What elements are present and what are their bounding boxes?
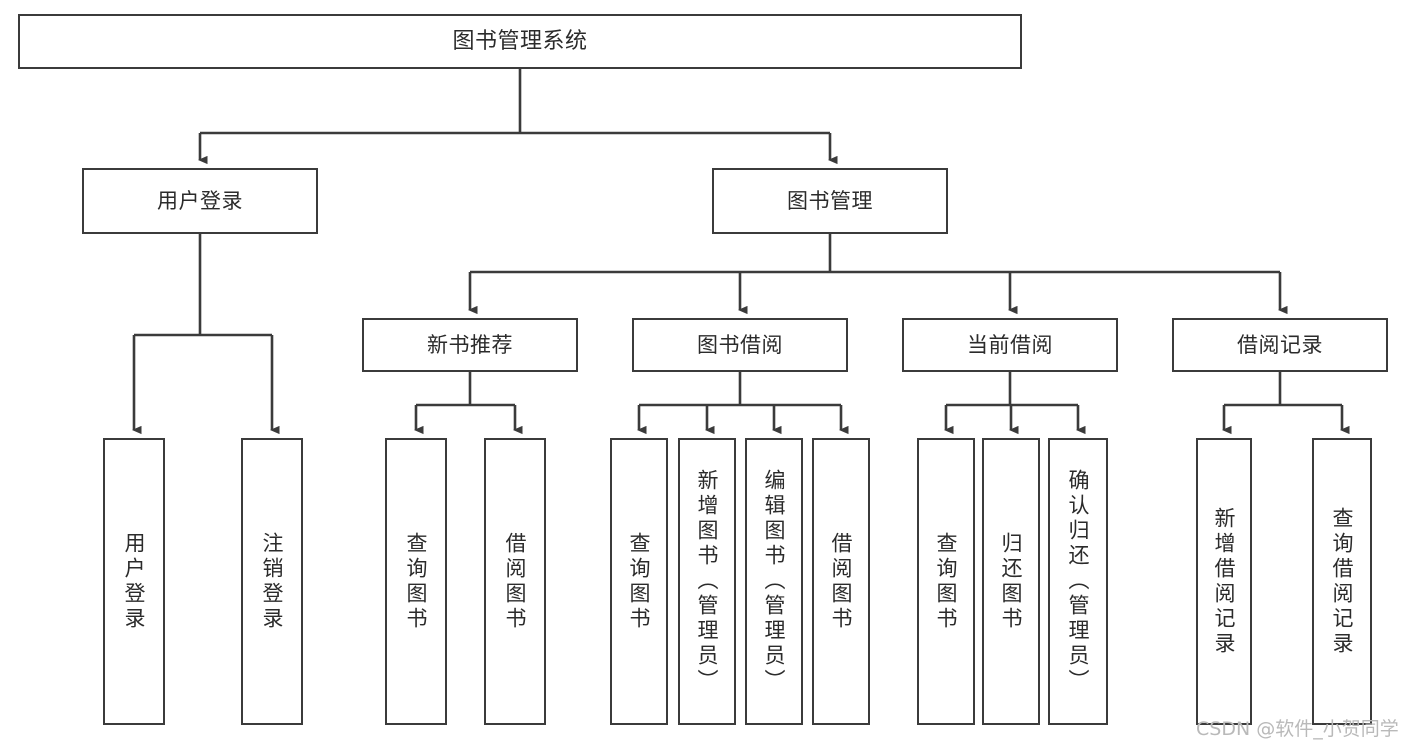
leaf-newbook-query-book-label: 查询图书: [404, 531, 429, 632]
leaf-borrow-borrow-book[interactable]: 借阅图书: [812, 438, 870, 725]
node-borrow-record[interactable]: 借阅记录: [1172, 318, 1388, 372]
leaf-borrow-query-book-label: 查询图书: [627, 531, 652, 632]
leaf-current-return-book-label: 归还图书: [999, 531, 1024, 632]
leaf-current-confirm-return-admin-label: 确认归还（管理员）: [1066, 469, 1091, 694]
leaf-borrow-add-book-admin-label: 新增图书（管理员）: [695, 469, 720, 694]
leaf-borrow-edit-book-admin[interactable]: 编辑图书（管理员）: [745, 438, 803, 725]
node-user-login[interactable]: 用户登录: [82, 168, 318, 234]
node-new-book-recommend-label: 新书推荐: [427, 332, 513, 357]
leaf-record-add-borrow-record[interactable]: 新增借阅记录: [1196, 438, 1252, 725]
leaf-current-confirm-return-admin[interactable]: 确认归还（管理员）: [1048, 438, 1108, 725]
leaf-user-logout-label: 注销登录: [260, 531, 285, 632]
leaf-borrow-edit-book-admin-label: 编辑图书（管理员）: [762, 469, 787, 694]
leaf-borrow-query-book[interactable]: 查询图书: [610, 438, 668, 725]
leaf-newbook-borrow-book-label: 借阅图书: [503, 531, 528, 632]
node-book-borrow[interactable]: 图书借阅: [632, 318, 848, 372]
node-book-borrow-label: 图书借阅: [697, 332, 783, 357]
leaf-newbook-borrow-book[interactable]: 借阅图书: [484, 438, 546, 725]
node-root[interactable]: 图书管理系统: [18, 14, 1022, 69]
leaf-current-return-book[interactable]: 归还图书: [982, 438, 1040, 725]
leaf-newbook-query-book[interactable]: 查询图书: [385, 438, 447, 725]
csdn-watermark: CSDN @软件_小贺同学: [1196, 718, 1399, 740]
node-book-management[interactable]: 图书管理: [712, 168, 948, 234]
node-user-login-label: 用户登录: [157, 188, 243, 213]
leaf-user-login-label: 用户登录: [122, 531, 147, 632]
leaf-record-query-borrow-record[interactable]: 查询借阅记录: [1312, 438, 1372, 725]
leaf-current-query-book[interactable]: 查询图书: [917, 438, 975, 725]
leaf-current-query-book-label: 查询图书: [934, 531, 959, 632]
leaf-user-logout[interactable]: 注销登录: [241, 438, 303, 725]
node-new-book-recommend[interactable]: 新书推荐: [362, 318, 578, 372]
leaf-borrow-borrow-book-label: 借阅图书: [829, 531, 854, 632]
leaf-user-login[interactable]: 用户登录: [103, 438, 165, 725]
node-current-borrow[interactable]: 当前借阅: [902, 318, 1118, 372]
node-root-label: 图书管理系统: [452, 28, 588, 54]
leaf-record-query-borrow-record-label: 查询借阅记录: [1330, 506, 1355, 657]
node-current-borrow-label: 当前借阅: [967, 332, 1053, 357]
leaf-borrow-add-book-admin[interactable]: 新增图书（管理员）: [678, 438, 736, 725]
node-book-management-label: 图书管理: [787, 188, 873, 213]
node-borrow-record-label: 借阅记录: [1237, 332, 1323, 357]
leaf-record-add-borrow-record-label: 新增借阅记录: [1212, 506, 1237, 657]
